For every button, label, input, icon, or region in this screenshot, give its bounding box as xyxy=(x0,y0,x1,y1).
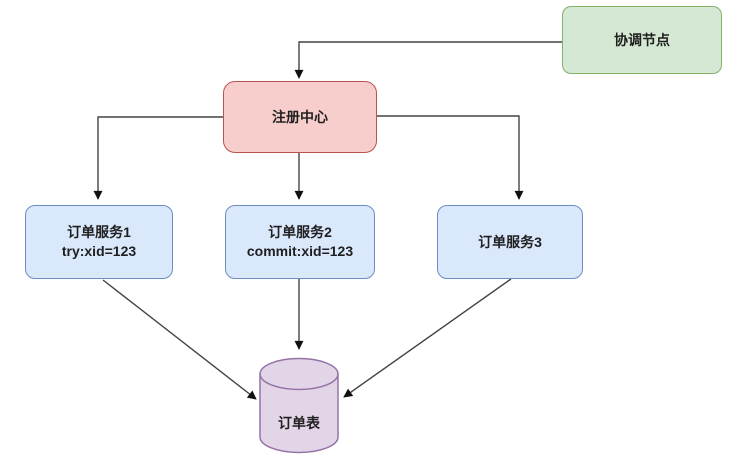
node-order-service-1-sublabel: try:xid=123 xyxy=(61,243,137,259)
node-order-table-label: 订单表 xyxy=(278,415,320,431)
node-order-service-3-label: 订单服务3 xyxy=(478,233,542,250)
edge-service3-to-order-table xyxy=(343,278,512,398)
edge-coordinator-to-registry xyxy=(294,41,562,79)
node-order-service-1-label: 订单服务1 xyxy=(67,224,131,240)
node-order-service-2-label: 订单服务2 xyxy=(268,224,332,240)
node-coordinator: 协调节点 xyxy=(562,6,722,74)
node-registry-label: 注册中心 xyxy=(272,108,328,125)
node-order-service-1: 订单服务1 try:xid=123 xyxy=(25,205,173,279)
database-cylinder-icon xyxy=(259,357,339,454)
node-order-service-2-sublabel: commit:xid=123 xyxy=(246,243,354,259)
edge-service1-to-order-table xyxy=(102,279,257,400)
node-coordinator-label: 协调节点 xyxy=(614,31,670,48)
node-registry: 注册中心 xyxy=(223,81,377,153)
node-order-service-2: 订单服务2 commit:xid=123 xyxy=(225,205,375,279)
node-order-service-3: 订单服务3 xyxy=(437,205,583,279)
edge-registry-to-service3 xyxy=(377,115,524,200)
edge-registry-to-service1 xyxy=(93,116,223,200)
